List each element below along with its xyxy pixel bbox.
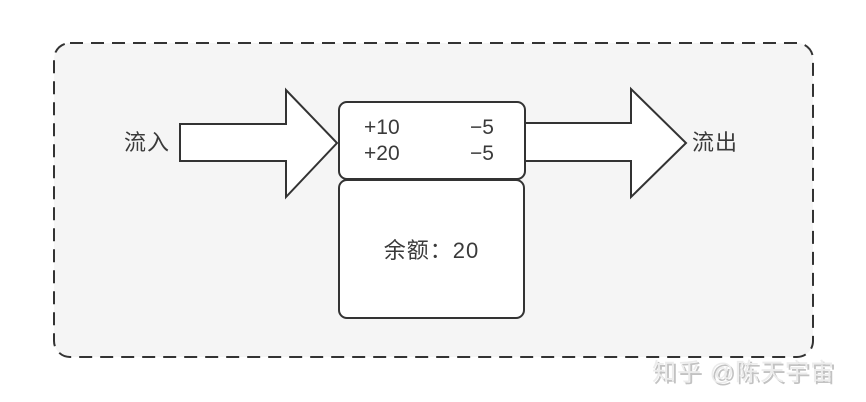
entry-inflow-amount: +10 (364, 115, 400, 139)
inflow-arrow (179, 87, 339, 200)
outflow-label: 流出 (692, 130, 739, 155)
entry-inflow-amount: +20 (364, 141, 400, 165)
ledger-entries-box: +10 −5 +20 −5 (338, 101, 526, 180)
outflow-arrow (523, 86, 688, 200)
entry-outflow-amount: −5 (470, 141, 494, 165)
inflow-label: 流入 (124, 130, 171, 155)
watermark: 知乎 @陈天宇宙 (652, 359, 836, 386)
entry-outflow-amount: −5 (470, 115, 494, 139)
balance-text: 余额：20 (383, 238, 480, 263)
ledger-entry-row: +10 −5 (364, 115, 494, 141)
ledger-entry-row: +20 −5 (364, 141, 494, 167)
balance-box: 余额：20 (338, 179, 525, 319)
